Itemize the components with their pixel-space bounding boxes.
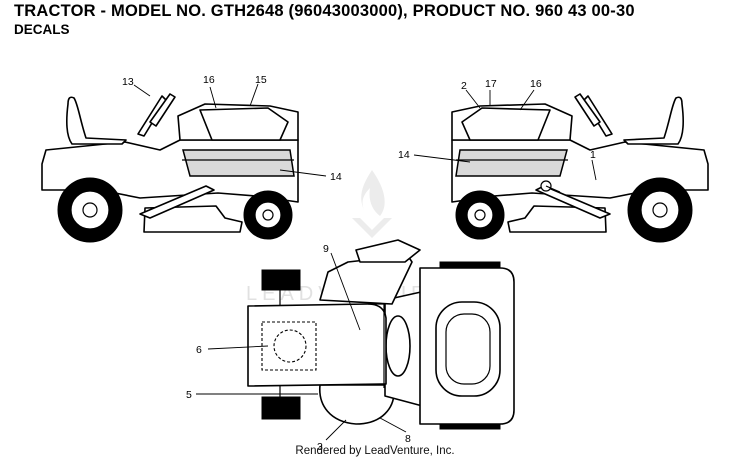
tractor-top-view [247,239,515,430]
leader-14-left [279,169,327,177]
top-wheel-front-left [261,269,301,291]
left-footrest [139,185,215,219]
right-seat [623,96,684,145]
left-mower-deck [143,205,243,233]
callout-13: 13 [122,76,134,88]
top-mower-deck [319,384,395,425]
callout-5: 5 [186,389,192,401]
flame-logo-icon [361,170,385,216]
left-steering-wheel [149,93,176,127]
right-side-decal [455,149,568,177]
left-seat [66,96,127,145]
callout-17: 17 [485,78,497,90]
callout-3: 3 [317,441,323,453]
callout-15: 15 [255,74,267,86]
callout-16-left: 16 [203,74,215,86]
leader-2 [465,89,481,109]
callout-14-right: 14 [398,149,410,161]
leader-9 [330,252,361,331]
leader-lines [133,83,597,441]
callout-2: 2 [461,80,467,92]
tractor-right-side-view [451,93,709,243]
leader-8 [379,417,407,433]
callout-6: 6 [196,344,202,356]
right-control-lever [545,185,561,193]
right-hood-decal [461,107,551,141]
leader-16-right [519,89,535,111]
left-side-decal [182,149,295,177]
rendered-by-footer: Rendered by LeadVenture, Inc. [295,445,455,457]
v-logo-icon [352,218,392,238]
top-hood [247,303,387,387]
callout-14-left: 14 [330,171,342,183]
top-wheel-front-right [261,396,301,420]
right-rear-hub [652,202,668,218]
top-seat-inner [445,313,491,385]
left-rear-hub [82,202,98,218]
callout-8: 8 [405,433,411,445]
callout-numbers: 13 16 15 14 2 17 16 14 1 9 6 5 3 8 [122,74,596,453]
right-steering-wheel [574,93,601,127]
leader-1 [591,159,597,181]
left-front-hub [262,209,274,221]
leader-13 [133,84,151,97]
right-front-hub [474,209,486,221]
leader-6 [207,345,269,350]
top-hood-edge [368,303,385,388]
callout-16-right: 16 [530,78,542,90]
callout-9: 9 [323,243,329,255]
left-hood-decal [199,107,289,141]
tractor-left-side-view [41,93,299,243]
right-footrest [535,185,611,219]
right-mower-deck [507,205,607,233]
top-seat-outer [435,301,501,397]
leader-3 [325,419,347,441]
page-title: TRACTOR - MODEL NO. GTH2648 (96043003000… [14,2,635,20]
leader-15 [249,83,259,107]
callout-1: 1 [590,149,596,161]
top-raised-hood-panel [355,239,421,263]
leader-14-right [413,154,471,163]
top-fuel-cap-decal [273,329,307,363]
top-steering-wheel [385,315,411,377]
leader-16-left [209,86,217,109]
section-subtitle: DECALS [14,22,70,37]
